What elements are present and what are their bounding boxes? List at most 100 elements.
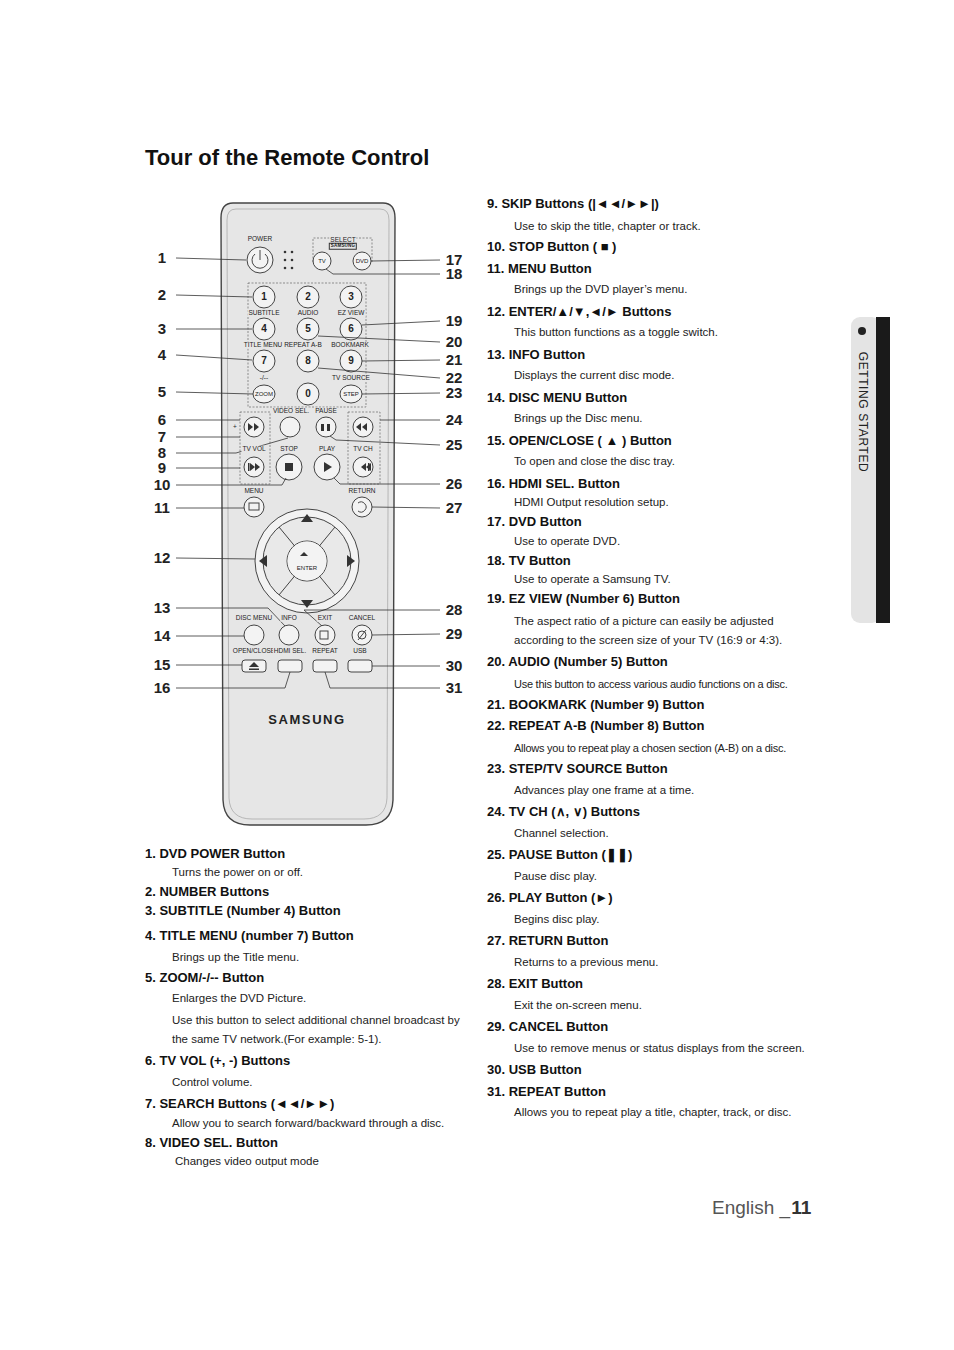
button-digit: 6	[348, 324, 354, 334]
page-number: 11	[791, 1197, 811, 1219]
remote-label: TV SOURCE	[331, 375, 371, 382]
callout-number: 2	[158, 286, 166, 303]
button-digit: 2	[305, 292, 311, 302]
callout-number: 29	[446, 625, 463, 642]
callout-number: 1	[158, 249, 166, 266]
item-heading: 19. EZ VIEW (Number 6) Button	[487, 592, 680, 607]
item-description: Use to operate a Samsung TV.	[514, 573, 671, 586]
callout-number: 25	[446, 436, 463, 453]
item-heading: 9. SKIP Buttons (|◄◄/►►|)	[487, 197, 659, 212]
item-heading: 5. ZOOM/-/-- Button	[145, 971, 264, 986]
item-description: Control volume.	[172, 1076, 253, 1089]
callout-number: 18	[446, 265, 463, 282]
item-heading: 28. EXIT Button	[487, 977, 583, 992]
item-description: Displays the current disc mode.	[514, 369, 674, 382]
item-heading: 3. SUBTITLE (Number 4) Button	[145, 904, 341, 919]
item-description: Channel selection.	[514, 827, 609, 840]
remote-label: TV VOL	[241, 446, 266, 453]
item-description: Begins disc play.	[514, 913, 599, 926]
callout-number: 23	[446, 384, 463, 401]
item-description: Brings up the Disc menu.	[514, 412, 642, 425]
brand-logo: SAMSUNG	[268, 713, 346, 728]
callout-number: 11	[154, 499, 170, 516]
remote-label: STOP	[279, 446, 299, 453]
item-heading: 23. STEP/TV SOURCE Button	[487, 762, 668, 777]
page-title: Tour of the Remote Control	[145, 145, 429, 170]
item-description: This button functions as a toggle switch…	[514, 326, 718, 339]
remote-label: ENTER	[297, 565, 317, 571]
button-digit: 3	[348, 292, 354, 302]
item-heading: 16. HDMI SEL. Button	[487, 477, 620, 492]
button-digit: 1	[261, 292, 267, 302]
item-heading: 4. TITLE MENU (number 7) Button	[145, 929, 354, 944]
callout-number: 14	[154, 627, 171, 644]
remote-label: DISC MENU	[235, 615, 273, 622]
item-description: Use to remove menus or status displays f…	[514, 1042, 805, 1055]
item-heading: 10. STOP Button ( ■ )	[487, 240, 616, 255]
section-tab: GETTING STARTED	[855, 352, 869, 473]
item-description: Advances play one frame at a time.	[514, 784, 694, 797]
remote-label: PLAY	[318, 446, 336, 453]
remote-label: +	[232, 424, 238, 431]
remote-label: POWER	[247, 236, 274, 243]
item-heading: 26. PLAY Button (►)	[487, 891, 613, 906]
button-digit: 5	[305, 324, 311, 334]
item-heading: 7. SEARCH Buttons (◄◄/►►)	[145, 1097, 334, 1112]
callout-number: 15	[154, 656, 171, 673]
item-description: Use to skip the title, chapter or track.	[514, 220, 701, 233]
remote-label: DVD	[356, 258, 369, 264]
item-description: Use to operate DVD.	[514, 535, 620, 548]
remote-label: OPEN/CLOSE	[232, 648, 276, 655]
remote-label: TV	[318, 258, 326, 264]
page-footer: English _	[712, 1197, 790, 1219]
item-description: Allow you to search forward/backward thr…	[172, 1117, 444, 1130]
button-digit: 8	[305, 356, 311, 366]
item-description: Brings up the Title menu.	[172, 951, 299, 964]
button-digit: 0	[305, 389, 311, 399]
item-heading: 31. REPEAT Button	[487, 1085, 606, 1100]
callout-number: 13	[154, 599, 171, 616]
remote-label: SAMSUNG	[329, 243, 357, 250]
remote-label: EZ VIEW	[337, 310, 366, 317]
remote-label: MENU	[243, 488, 264, 495]
item-heading: 11. MENU Button	[487, 262, 592, 277]
callout-number: 3	[158, 320, 166, 337]
item-description: HDMI Output resolution setup.	[514, 496, 669, 509]
callout-number: 27	[446, 499, 463, 516]
remote-label: -/--	[259, 375, 269, 382]
callout-number: 16	[154, 679, 171, 696]
remote-label: SUBTITLE	[247, 310, 280, 317]
item-description: Enlarges the DVD Picture.	[172, 992, 306, 1005]
callout-number: 20	[446, 333, 463, 350]
remote-label: REPEAT A-B	[283, 342, 323, 349]
item-heading: 18. TV Button	[487, 554, 571, 569]
item-description: Allows you to repeat play a chosen secti…	[514, 742, 786, 755]
item-heading: 13. INFO Button	[487, 348, 585, 363]
item-description: Allows you to repeat play a title, chapt…	[514, 1106, 791, 1119]
callout-number: 21	[446, 351, 463, 368]
item-heading: 30. USB Button	[487, 1063, 582, 1078]
item-heading: 14. DISC MENU Button	[487, 391, 627, 406]
button-digit: 9	[348, 356, 354, 366]
item-heading: 20. AUDIO (Number 5) Button	[487, 655, 668, 670]
remote-label: CANCEL	[348, 615, 376, 622]
item-heading: 2. NUMBER Buttons	[145, 885, 269, 900]
callout-number: 8	[158, 444, 166, 461]
remote-label: BOOKMARK	[330, 342, 370, 349]
remote-label: RETURN	[347, 488, 376, 495]
callout-number: 22	[446, 369, 463, 386]
callout-number: 5	[158, 383, 166, 400]
callout-number: 19	[446, 312, 463, 329]
remote-label: INFO	[280, 615, 298, 622]
item-description: To open and close the disc tray.	[514, 455, 675, 468]
item-heading: 24. TV CH (∧, ∨) Buttons	[487, 805, 640, 820]
remote-label: EXIT	[317, 615, 333, 622]
item-description: Use this button to select additional cha…	[172, 1011, 462, 1049]
remote-label: HDMI SEL.	[273, 648, 308, 655]
item-description: Brings up the DVD player’s menu.	[514, 283, 687, 296]
item-description: Exit the on-screen menu.	[514, 999, 642, 1012]
item-description: Changes video output mode	[175, 1155, 319, 1168]
item-description: Use this button to access various audio …	[514, 678, 788, 691]
callout-number: 10	[154, 476, 171, 493]
